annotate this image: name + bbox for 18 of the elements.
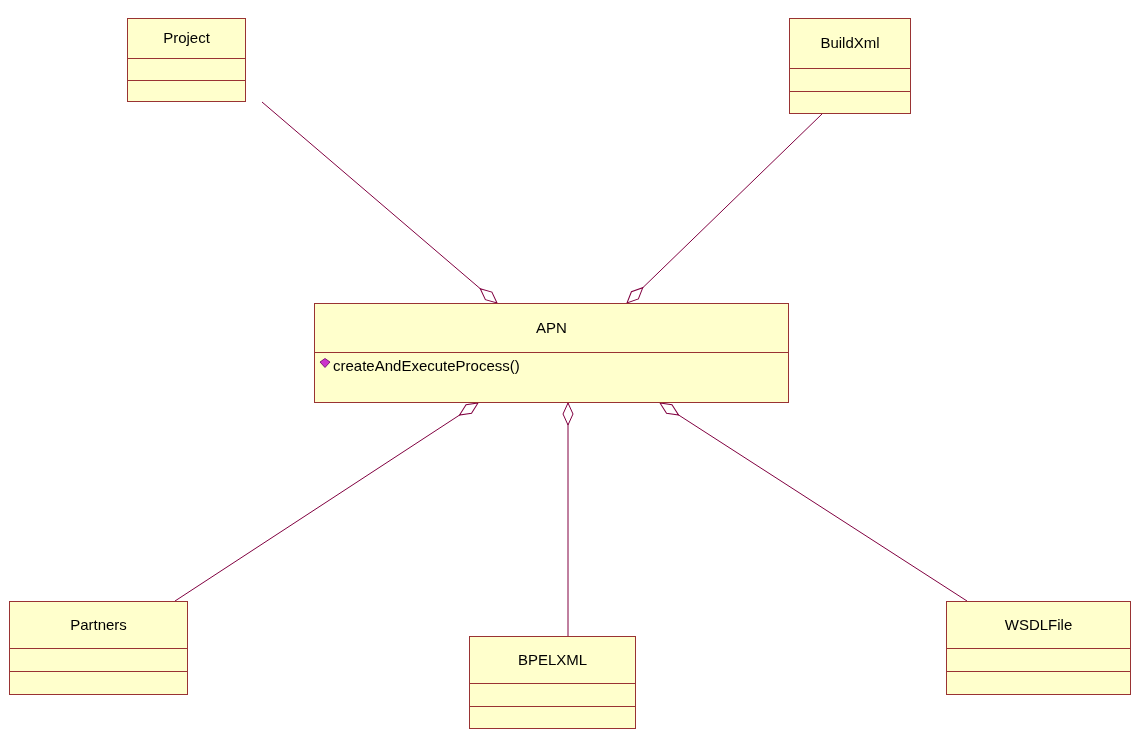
class-box — [127, 18, 246, 102]
class-box — [946, 601, 1131, 695]
aggregation-line — [261, 101, 498, 304]
class-box — [314, 303, 789, 403]
class-box — [469, 636, 636, 729]
class-name: BPELXML — [517, 649, 588, 670]
aggregation-line — [659, 402, 968, 602]
class-box — [789, 18, 911, 114]
class-name: Project — [163, 28, 210, 49]
aggregation-line — [626, 113, 823, 304]
aggregation-line — [562, 402, 574, 637]
class-box — [9, 601, 188, 695]
class-name: WSDLFile — [1004, 614, 1073, 635]
class-name: Partners — [70, 614, 127, 635]
aggregation-line — [174, 402, 479, 602]
method-name: createAndExecuteProcess() — [333, 357, 520, 375]
class-name: APN — [536, 317, 567, 338]
class-name: BuildXml — [820, 33, 880, 54]
